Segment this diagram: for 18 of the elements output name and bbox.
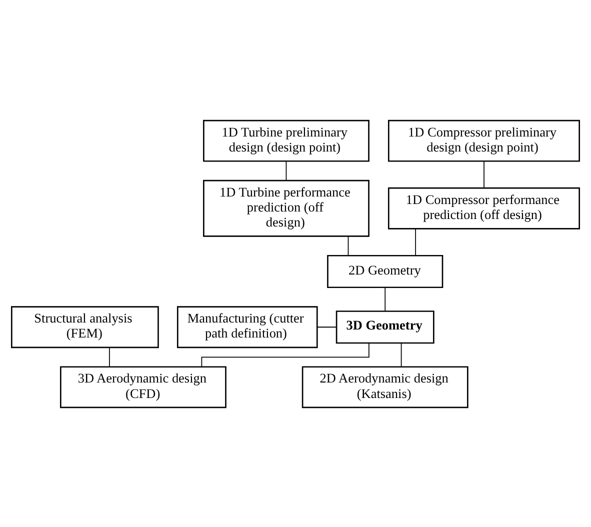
node-box: 2D Geometry: [327, 254, 444, 288]
node-box: 3D Geometry: [336, 310, 434, 344]
node-box: 1D Turbine performance prediction (off design): [203, 179, 370, 236]
node-box: 3D Aerodynamic design (CFD): [60, 366, 226, 408]
connector: [317, 326, 337, 328]
node-box: 2D Aerodynamic design (Katsanis): [302, 366, 468, 408]
connector: [384, 286, 386, 311]
connector: [348, 235, 349, 256]
connector: [108, 346, 110, 366]
connector: [415, 228, 416, 256]
connector: [286, 160, 287, 180]
connector: [201, 342, 370, 367]
connector: [400, 342, 402, 367]
node-box: 1D Compressor preliminary design (design point): [388, 119, 580, 162]
node-box: Manufacturing (cutter path definition): [176, 306, 318, 348]
node-box: 1D Turbine preliminary design (design point): [203, 119, 370, 162]
node-box: Structural analysis (FEM): [11, 306, 159, 348]
node-box: 1D Compressor performance prediction (off design): [388, 186, 580, 229]
